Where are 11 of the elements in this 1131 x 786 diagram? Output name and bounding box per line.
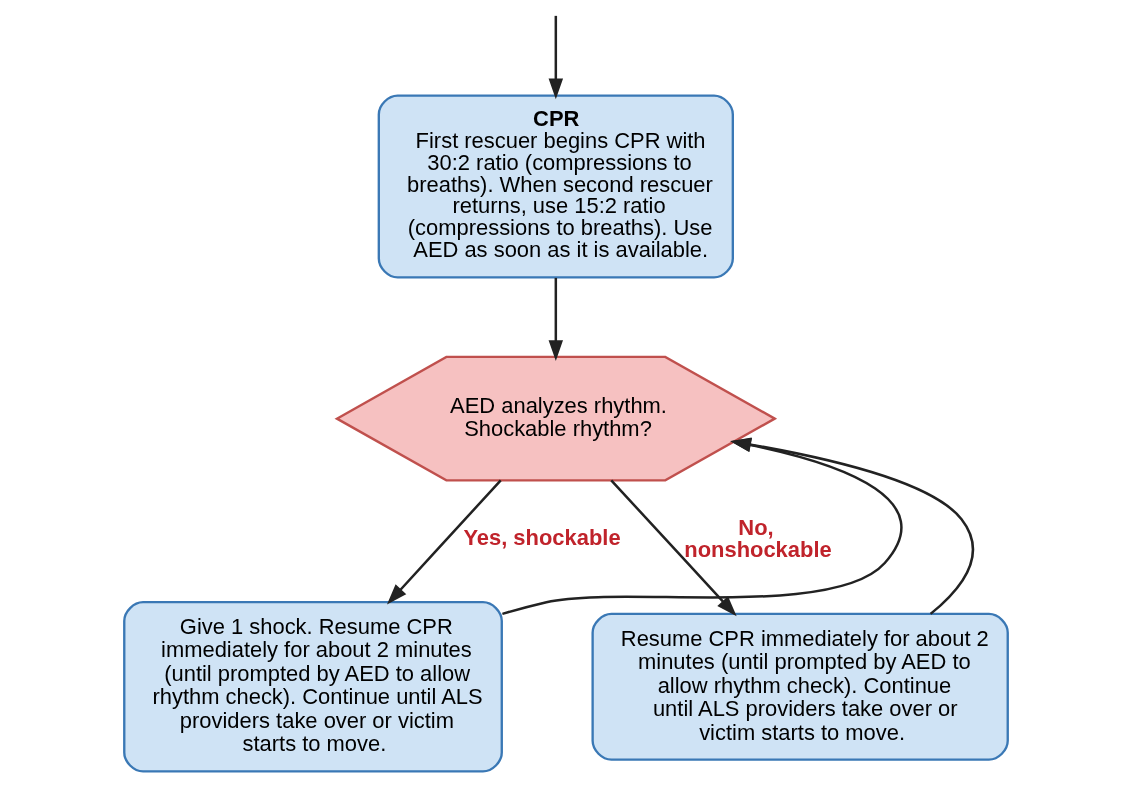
node-box: Resume CPR immediately for about 2 minutes (until prompted by AED to allow rhythm check). Continue until ALS providers take over or victim starts to move.: [590, 612, 1009, 761]
node-box: CPR First rescuer begins CPR with 30:2 ratio (compressions to breaths). When second rescuer returns, use 15:2 ratio (compressions to breaths). Use AED as soon as it is available.: [377, 94, 734, 279]
arrow: [609, 479, 737, 617]
edge-label: No, nonshockable: [683, 515, 832, 563]
arrow: [548, 277, 563, 361]
arrow: [729, 437, 974, 615]
node-box: Give 1 shock. Resume CPR immediately for about 2 minutes (until prompted by AED to allow rhythm check). Continue until ALS providers take over or victim starts to move.: [122, 601, 503, 773]
arrow: [386, 479, 502, 605]
arrow: [548, 15, 563, 100]
arrow: [501, 437, 902, 616]
edge-label: Yes, shockable: [462, 525, 621, 551]
